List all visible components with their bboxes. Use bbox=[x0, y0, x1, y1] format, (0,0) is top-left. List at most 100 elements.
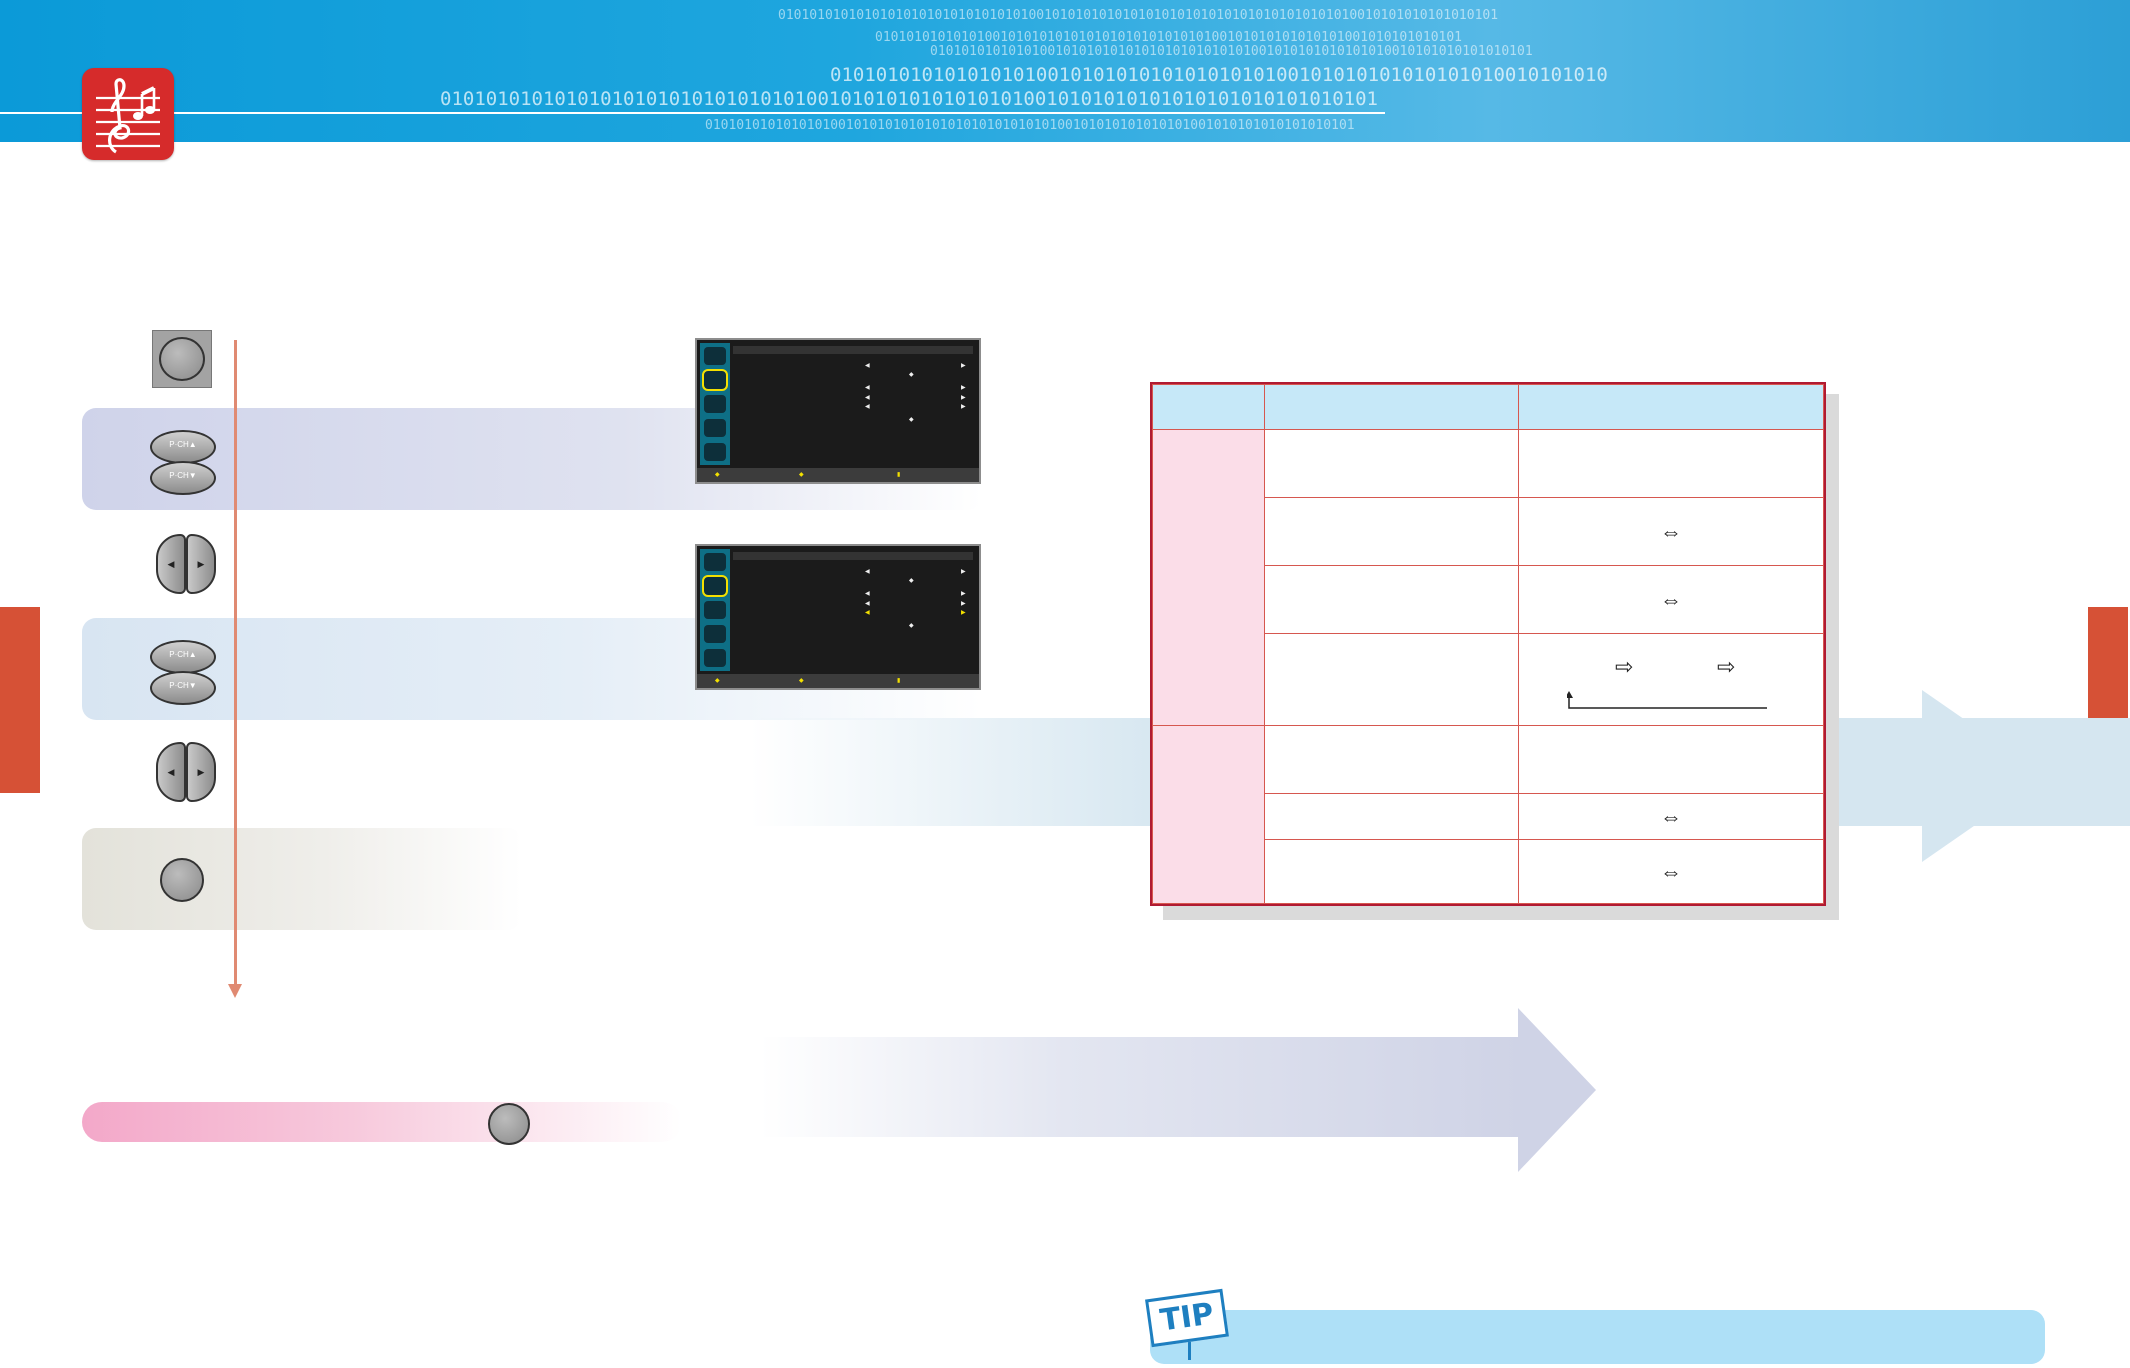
exit-button-icon bbox=[160, 858, 204, 902]
table-row: ⇔ bbox=[1153, 839, 1824, 904]
osd-value-mark: ◆ bbox=[909, 578, 914, 584]
osd-screen-1: ◀ ◆ ▶ ◀ ▶ ◀ ▶ ◀ ▶ ◆ ◆ ◆ ▮ bbox=[695, 338, 981, 484]
osd-exit-symbol: ▮ bbox=[897, 472, 901, 478]
osd-value-mark: ◆ bbox=[909, 417, 914, 423]
menu-button-icon bbox=[152, 330, 212, 388]
osd-right-mark: ▶ bbox=[961, 404, 966, 410]
timer-icon bbox=[704, 443, 726, 461]
osd-icon-column bbox=[700, 549, 730, 671]
settings-table: ⇔ ⇔ ⇨ ⇨ ⇔ ⇔ bbox=[1150, 382, 1826, 906]
binary-decoration: 0101010101010101010101010101010100101010… bbox=[778, 8, 1499, 23]
swap-arrow-icon: ⇔ bbox=[1660, 518, 1682, 544]
osd-icon-column bbox=[700, 343, 730, 465]
osd-enter-symbol: ◆ bbox=[799, 472, 804, 478]
channel-up-button: P·CH▲ bbox=[150, 430, 216, 464]
table-cell bbox=[1264, 725, 1519, 794]
volume-leftright-icon: ◀ ▶ bbox=[156, 742, 216, 806]
sound-icon bbox=[702, 369, 728, 391]
osd-help-bar: ◆ ◆ ▮ bbox=[697, 468, 979, 482]
binary-decoration: 0101010101010101001010101010101010101010… bbox=[705, 118, 1355, 133]
osd-left-mark: ◀ bbox=[865, 363, 870, 369]
setup-icon bbox=[704, 625, 726, 643]
volume-right-button: ▶ bbox=[186, 534, 216, 594]
table-cell: ⇨ ⇨ bbox=[1518, 633, 1824, 726]
step-flow-arrowhead bbox=[228, 984, 242, 998]
osd-right-mark: ▶ bbox=[961, 569, 966, 575]
swap-arrow-icon: ⇔ bbox=[1660, 858, 1682, 884]
table-cell bbox=[1264, 633, 1519, 726]
osd-right-mark: ▶ bbox=[961, 395, 966, 401]
table-header-cell bbox=[1152, 384, 1265, 430]
channel-icon bbox=[704, 601, 726, 619]
large-arrow-head bbox=[1518, 1008, 1596, 1172]
large-arrow-body bbox=[760, 1037, 1520, 1137]
left-section-tab bbox=[0, 607, 40, 793]
osd-left-mark: ◀ bbox=[865, 395, 870, 401]
osd-move-symbol: ◆ bbox=[715, 472, 720, 478]
table-header-cell bbox=[1518, 384, 1824, 430]
step-band-6 bbox=[82, 828, 522, 930]
osd-move-symbol: ◆ bbox=[715, 678, 720, 684]
binary-decoration: 0101010101010101010010101010101010101010… bbox=[830, 64, 1608, 86]
table-row bbox=[1152, 725, 1824, 904]
header-rule bbox=[0, 112, 1385, 114]
osd-left-mark: ◀ bbox=[865, 610, 870, 616]
osd-left-mark: ◀ bbox=[865, 569, 870, 575]
channel-icon bbox=[704, 395, 726, 413]
binary-decoration: 0101010101010100101010101010101010101010… bbox=[875, 30, 1462, 45]
table-cell bbox=[1264, 565, 1519, 634]
volume-leftright-icon: ◀ ▶ bbox=[156, 534, 216, 598]
osd-title-bar bbox=[733, 346, 973, 354]
table-row bbox=[1152, 429, 1824, 726]
osd-value-mark: ◆ bbox=[909, 623, 914, 629]
tip-sign-post bbox=[1188, 1338, 1191, 1360]
table-group-cell bbox=[1152, 429, 1265, 726]
next-arrow-icon: ⇨ bbox=[1717, 654, 1736, 679]
table-cell bbox=[1518, 725, 1824, 794]
table-cell bbox=[1264, 497, 1519, 566]
table-cell bbox=[1264, 839, 1519, 904]
tip-box bbox=[1150, 1310, 2045, 1364]
osd-screen-2: ◀ ◆ ▶ ◀ ▶ ◀ ▶ ◀ ▶ ◆ ◆ ◆ ▮ bbox=[695, 544, 981, 690]
volume-right-button: ▶ bbox=[186, 742, 216, 802]
step-flow-line bbox=[234, 340, 237, 990]
swap-arrow-icon: ⇔ bbox=[1660, 803, 1682, 829]
timer-icon bbox=[704, 649, 726, 667]
table-cell bbox=[1264, 429, 1519, 498]
table-row: ⇔ bbox=[1153, 565, 1824, 634]
table-cell: ⇔ bbox=[1518, 839, 1824, 904]
table-header-row bbox=[1152, 384, 1824, 430]
osd-right-mark: ▶ bbox=[961, 385, 966, 391]
osd-title-bar bbox=[733, 552, 973, 560]
next-arrow-icon: ⇨ bbox=[1615, 654, 1634, 679]
table-header-cell bbox=[1264, 384, 1519, 430]
table-cell bbox=[1518, 429, 1824, 498]
volume-left-button: ◀ bbox=[156, 742, 186, 802]
osd-left-mark: ◀ bbox=[865, 591, 870, 597]
osd-right-mark: ▶ bbox=[961, 610, 966, 616]
binary-decoration: 0101010101010101010101010101010100101010… bbox=[440, 88, 1378, 110]
channel-down-button: P·CH▼ bbox=[150, 461, 216, 495]
osd-left-mark: ◀ bbox=[865, 601, 870, 607]
menu-button-face bbox=[159, 337, 205, 381]
osd-help-bar: ◆ ◆ ▮ bbox=[697, 674, 979, 688]
picture-icon bbox=[704, 553, 726, 571]
channel-down-button: P·CH▼ bbox=[150, 671, 216, 705]
channel-up-button: P·CH▲ bbox=[150, 640, 216, 674]
osd-right-mark: ▶ bbox=[961, 363, 966, 369]
channel-updown-icon: P·CH▲ P·CH▼ bbox=[150, 640, 220, 710]
pink-note-bar bbox=[82, 1102, 682, 1142]
osd-exit-symbol: ▮ bbox=[897, 678, 901, 684]
setup-icon bbox=[704, 419, 726, 437]
channel-updown-icon: P·CH▲ P·CH▼ bbox=[150, 430, 220, 500]
cycle-return-arrow bbox=[1567, 691, 1767, 709]
table-row: ⇔ bbox=[1153, 793, 1824, 840]
osd-enter-symbol: ◆ bbox=[799, 678, 804, 684]
osd-left-mark: ◀ bbox=[865, 404, 870, 410]
table-cell: ⇔ bbox=[1518, 565, 1824, 634]
table-cell: ⇔ bbox=[1518, 793, 1824, 840]
binary-decoration: 0101010101010100101010101010101010101010… bbox=[930, 44, 1533, 59]
exit-button-icon bbox=[488, 1103, 530, 1145]
table-cell bbox=[1264, 793, 1519, 840]
osd-left-mark: ◀ bbox=[865, 385, 870, 391]
